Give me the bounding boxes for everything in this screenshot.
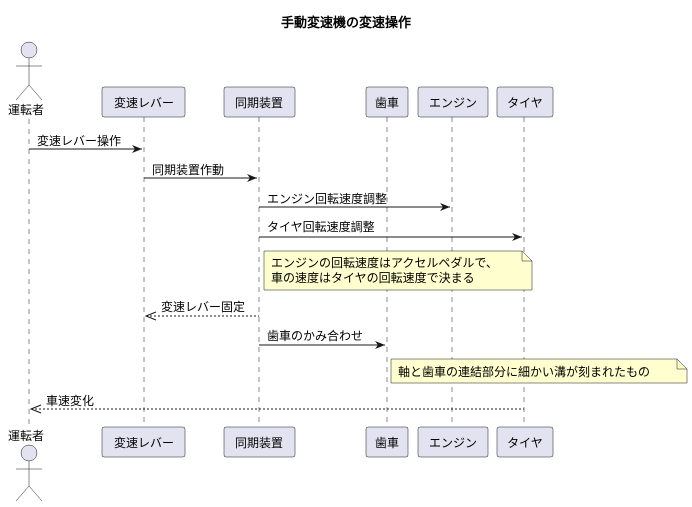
arrowhead-icon <box>512 233 522 241</box>
actor-driver-top: 運転者 <box>8 41 44 117</box>
participant-gear-label: 歯車 <box>375 436 399 450</box>
arrowhead-icon <box>375 341 385 349</box>
participant-sync-label: 同期装置 <box>235 436 283 450</box>
arrowhead-icon <box>144 311 157 321</box>
note-synchro-definition: 軸と歯車の連結部分に細かい溝が刻まれたもの <box>390 358 688 384</box>
diagram-title: 手動変速機の変速操作 <box>281 15 411 31</box>
message-label: 車速変化 <box>46 393 94 408</box>
message-lever-lock: 変速レバー固定 <box>144 299 259 321</box>
participant-lever-label: 変速レバー <box>114 435 174 450</box>
participant-engine-label: エンジン <box>429 96 477 110</box>
note-text: 軸と歯車の連結部分に細かい溝が刻まれたもの <box>398 364 650 379</box>
participant-sync-top: 同期装置 <box>223 86 296 118</box>
participant-gear-top: 歯車 <box>365 86 409 118</box>
participant-lever-top: 変速レバー <box>101 86 186 118</box>
arrowhead-icon <box>247 174 257 182</box>
note-line-1: エンジンの回転速度はアクセルペダルで、 <box>271 255 498 270</box>
note-speed-explanation: エンジンの回転速度はアクセルペダルで、 車の速度はタイヤの回転速度で決まる <box>263 250 533 291</box>
participant-engine-label: エンジン <box>429 436 477 450</box>
message-engine-speed-adjust: エンジン回転速度調整 <box>259 191 450 211</box>
participant-engine-top: エンジン <box>417 86 489 118</box>
message-sync-activation: 同期装置作動 <box>144 163 257 182</box>
message-gear-mesh: 歯車のかみ合わせ <box>259 328 385 349</box>
participant-tire-label: タイヤ <box>507 96 543 110</box>
arrowhead-icon <box>29 404 42 414</box>
message-lever-operation: 変速レバー操作 <box>29 133 142 153</box>
participant-gear-bottom: 歯車 <box>365 426 409 458</box>
message-label: 同期装置作動 <box>152 163 224 177</box>
participant-lever-label: 変速レバー <box>114 95 174 110</box>
message-label: エンジン回転速度調整 <box>267 191 387 206</box>
arrowhead-icon <box>440 203 450 211</box>
participant-tire-top: タイヤ <box>496 86 554 118</box>
actor-head-icon <box>20 41 38 59</box>
message-label: タイヤ回転速度調整 <box>267 219 375 234</box>
participant-tire-bottom: タイヤ <box>496 426 554 458</box>
message-label: 変速レバー操作 <box>37 133 121 148</box>
participant-driver-label: 運転者 <box>8 429 44 443</box>
participant-lever-bottom: 変速レバー <box>101 426 186 458</box>
message-label: 変速レバー固定 <box>161 299 245 314</box>
participant-engine-bottom: エンジン <box>417 426 489 458</box>
participant-tire-label: タイヤ <box>507 436 543 450</box>
participant-sync-label: 同期装置 <box>235 96 283 110</box>
message-vehicle-speed-change: 車速変化 <box>29 393 524 414</box>
participant-sync-bottom: 同期装置 <box>223 426 296 458</box>
actor-driver-bottom: 運転者 <box>8 429 44 502</box>
participant-gear-label: 歯車 <box>375 96 399 110</box>
note-line-2: 車の速度はタイヤの回転速度で決まる <box>271 270 475 285</box>
message-label: 歯車のかみ合わせ <box>267 328 363 343</box>
participant-driver-label: 運転者 <box>8 103 44 117</box>
arrowhead-icon <box>132 145 142 153</box>
message-tire-speed-adjust: タイヤ回転速度調整 <box>259 219 522 241</box>
actor-head-icon <box>20 444 38 462</box>
